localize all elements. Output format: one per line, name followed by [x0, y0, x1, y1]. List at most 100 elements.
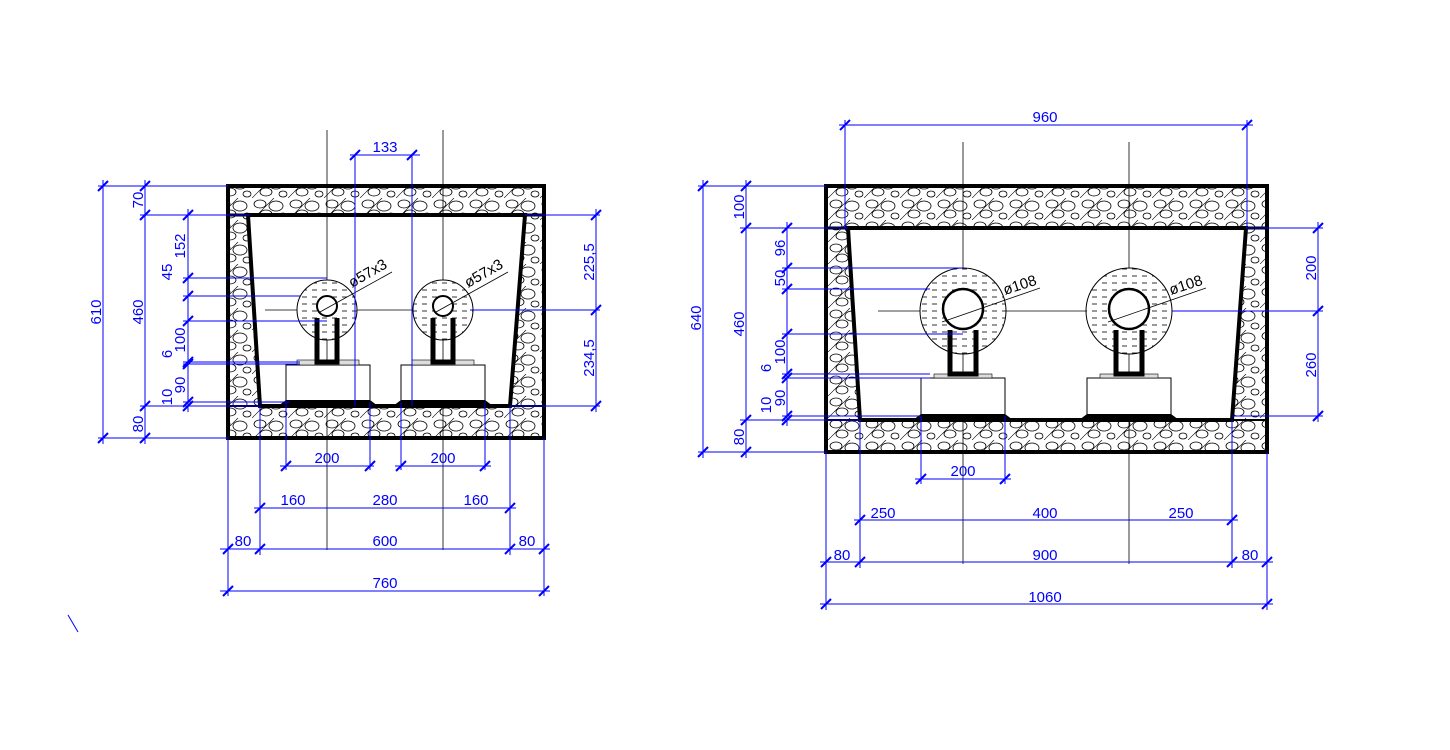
left-pipe-1-label: ø57x3 — [346, 256, 391, 292]
dim-left-460: 460 — [130, 299, 147, 324]
dim-right-260: 260 — [1303, 352, 1320, 377]
dim-right-80: 80 — [731, 429, 748, 446]
left-channel-concrete — [226, 184, 546, 440]
left-channel-section: ø57x3 ø57x3 133 610 70 460 80 152 45 100… — [88, 130, 600, 596]
dim-right-250-b: 250 — [1168, 505, 1193, 522]
dimension-tick — [1312, 222, 1324, 234]
dim-right-960: 960 — [1032, 109, 1057, 126]
dimension-tick — [139, 432, 151, 444]
dimension-tick — [182, 290, 194, 302]
dimension-tick — [1241, 119, 1253, 131]
dimension-tick — [182, 209, 194, 221]
dimension-tick — [364, 460, 376, 472]
dim-right-90: 90 — [772, 390, 789, 407]
dim-left-610: 610 — [88, 299, 105, 324]
right-pipe-support-1 — [913, 373, 1013, 420]
dim-right-400: 400 — [1032, 505, 1057, 522]
dimension-tick — [280, 460, 292, 472]
dimension-tick — [1312, 305, 1324, 317]
dim-left-600: 600 — [372, 533, 397, 550]
dim-left-760: 760 — [372, 575, 397, 592]
dim-right-640: 640 — [688, 305, 705, 330]
dimension-tick — [854, 514, 866, 526]
dimension-tick — [97, 432, 109, 444]
dim-left-160-b: 160 — [463, 492, 488, 509]
dimension-tick — [1226, 556, 1238, 568]
dimension-tick — [781, 414, 793, 426]
dimension-tick — [740, 414, 752, 426]
left-pipe-2-label: ø57x3 — [462, 256, 507, 292]
dim-right-200: 200 — [1303, 255, 1320, 280]
dimension-tick — [222, 585, 234, 597]
dim-left-200-a: 200 — [314, 450, 339, 467]
dimension-tick — [1261, 598, 1273, 610]
dim-left-80-b: 80 — [519, 533, 536, 550]
stray-line — [67, 614, 79, 633]
dim-right-80-a: 80 — [834, 547, 851, 564]
dimension-tick — [854, 556, 866, 568]
dimension-tick — [590, 209, 602, 221]
dimension-tick — [1261, 556, 1273, 568]
dimension-tick — [504, 502, 516, 514]
right-channel-concrete — [824, 184, 1269, 454]
dim-left-152: 152 — [172, 233, 189, 258]
dimension-tick — [395, 460, 407, 472]
dim-left-234-5: 234,5 — [581, 339, 598, 377]
dim-left-10: 10 — [159, 389, 176, 406]
dimension-tick — [839, 119, 851, 131]
dim-left-70: 70 — [130, 192, 147, 209]
dimension-tick — [781, 410, 793, 422]
dim-right-250-a: 250 — [870, 505, 895, 522]
dimension-tick — [182, 358, 194, 370]
dimension-tick — [740, 446, 752, 458]
dimension-tick — [820, 556, 832, 568]
dim-right-6: 6 — [758, 364, 775, 372]
dimension-tick — [740, 222, 752, 234]
dimension-tick — [254, 502, 266, 514]
dimension-ticks — [97, 119, 1324, 610]
dimension-tick — [349, 149, 361, 161]
dim-left-100: 100 — [172, 327, 189, 352]
left-pipe-support-2 — [393, 359, 493, 406]
dim-left-280: 280 — [372, 492, 397, 509]
left-pipe-support-1 — [278, 359, 378, 406]
right-pipe-support-2 — [1079, 373, 1179, 420]
dim-left-200-b: 200 — [430, 450, 455, 467]
dimension-tick — [139, 400, 151, 412]
dimension-tick — [697, 180, 709, 192]
dimension-tick — [590, 400, 602, 412]
dim-right-100: 100 — [731, 194, 748, 219]
dimension-tick — [222, 543, 234, 555]
dimension-tick — [97, 180, 109, 192]
dim-left-6: 6 — [159, 350, 176, 358]
dim-left-90: 90 — [172, 377, 189, 394]
dim-right-1060: 1060 — [1028, 589, 1061, 606]
dimension-tick — [999, 473, 1011, 485]
dim-left-80: 80 — [130, 416, 147, 433]
dimension-tick — [182, 315, 194, 327]
dimension-tick — [182, 396, 194, 408]
dimension-tick — [915, 473, 927, 485]
dimension-tick — [254, 543, 266, 555]
dimension-tick — [781, 368, 793, 380]
dimension-tick — [504, 543, 516, 555]
dim-right-900: 900 — [1032, 547, 1057, 564]
dimension-tick — [1312, 410, 1324, 422]
right-dimensions: 960 640 100 460 80 96 50 100 6 90 10 200… — [688, 109, 1323, 610]
dim-right-10: 10 — [758, 397, 775, 414]
dimension-tick — [139, 209, 151, 221]
dimension-tick — [406, 149, 418, 161]
right-pipe-2 — [1085, 267, 1173, 377]
dimension-tick — [182, 400, 194, 412]
right-channel-section: ø108 ø108 960 640 100 460 80 96 50 100 6… — [688, 109, 1323, 610]
dim-right-96: 96 — [772, 240, 789, 257]
dimension-tick — [139, 180, 151, 192]
dimension-tick — [538, 543, 550, 555]
dimension-tick — [781, 328, 793, 340]
dimension-tick — [820, 598, 832, 610]
dim-right-100b: 100 — [772, 339, 789, 364]
dimension-tick — [781, 283, 793, 295]
dim-left-133: 133 — [372, 139, 397, 156]
dim-right-80-b: 80 — [1242, 547, 1259, 564]
dimension-tick — [590, 304, 602, 316]
